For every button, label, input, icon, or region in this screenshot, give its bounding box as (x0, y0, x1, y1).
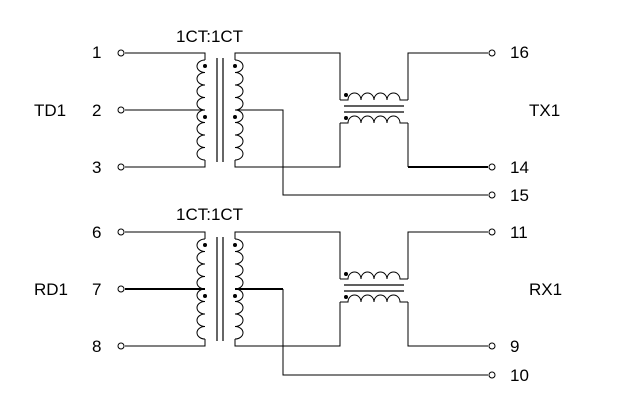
rx1-label: RX1 (529, 280, 562, 299)
wire-sec-top (234, 52, 341, 100)
bottom-circuit: 1CT:1CT RD1 RX1 6 7 8 11 9 10 (34, 205, 562, 385)
rd1-label: RD1 (34, 280, 68, 299)
polarity-dot (344, 272, 348, 276)
polarity-dot (203, 115, 207, 119)
terminal-pin-11 (488, 228, 496, 236)
pin-10-label: 10 (510, 366, 529, 385)
choke-lower-coil (340, 115, 408, 124)
wire-pin6 (125, 231, 206, 239)
wire-sec-top (234, 231, 341, 279)
wire-sec-bottom (234, 123, 341, 168)
terminal-pin-15 (488, 191, 496, 199)
tx1-label: TX1 (529, 101, 560, 120)
choke-upper-coil (340, 271, 408, 280)
wire-pin8 (125, 339, 206, 347)
terminal-pin-16 (488, 49, 496, 57)
wire-center-tap (235, 109, 488, 196)
pin-3-label: 3 (92, 158, 101, 177)
terminal-pin-6 (117, 228, 125, 236)
pin-15-label: 15 (510, 186, 529, 205)
wire-sec-bottom (234, 302, 341, 347)
pin-11-label: 11 (510, 223, 528, 242)
pin-8-label: 8 (92, 337, 101, 356)
top-ratio-label: 1CT:1CT (176, 27, 243, 46)
pin-2-label: 2 (92, 101, 101, 120)
wire-pin11 (407, 231, 488, 279)
wire-pin1 (125, 52, 206, 60)
pin-6-label: 6 (92, 223, 101, 242)
polarity-dot (344, 93, 348, 97)
choke-upper-coil (340, 92, 408, 101)
pin-16-label: 16 (510, 43, 529, 62)
wire-pin16 (407, 52, 488, 100)
terminal-pin-7 (117, 285, 125, 293)
wire-pin9 (407, 302, 488, 347)
choke-lower-coil (340, 294, 408, 303)
terminal-pin-8 (117, 342, 125, 350)
polarity-dot (233, 243, 237, 247)
polarity-dot (233, 64, 237, 68)
polarity-dot (233, 115, 237, 119)
terminal-pin-9 (488, 342, 496, 350)
td1-label: TD1 (34, 101, 66, 120)
bottom-ratio-label: 1CT:1CT (176, 205, 243, 224)
primary-coil (196, 238, 206, 340)
wire-center-tap-return (282, 289, 488, 376)
pin-7-label: 7 (92, 280, 101, 299)
terminal-pin-10 (488, 371, 496, 379)
terminal-pin-14 (488, 163, 496, 171)
polarity-dot (344, 116, 348, 120)
polarity-dot (233, 294, 237, 298)
terminal-pin-2 (117, 106, 125, 114)
top-circuit: 1CT:1CT TD1 TX1 1 2 3 16 14 15 (34, 27, 560, 205)
primary-coil (196, 59, 206, 161)
polarity-dot (344, 295, 348, 299)
pin-1-label: 1 (92, 43, 101, 62)
polarity-dot (203, 64, 207, 68)
pin-9-label: 9 (510, 337, 519, 356)
polarity-dot (203, 243, 207, 247)
terminal-pin-3 (117, 163, 125, 171)
wire-pin3 (125, 160, 206, 168)
pin-14-label: 14 (510, 158, 529, 177)
polarity-dot (203, 294, 207, 298)
terminal-pin-1 (117, 49, 125, 57)
